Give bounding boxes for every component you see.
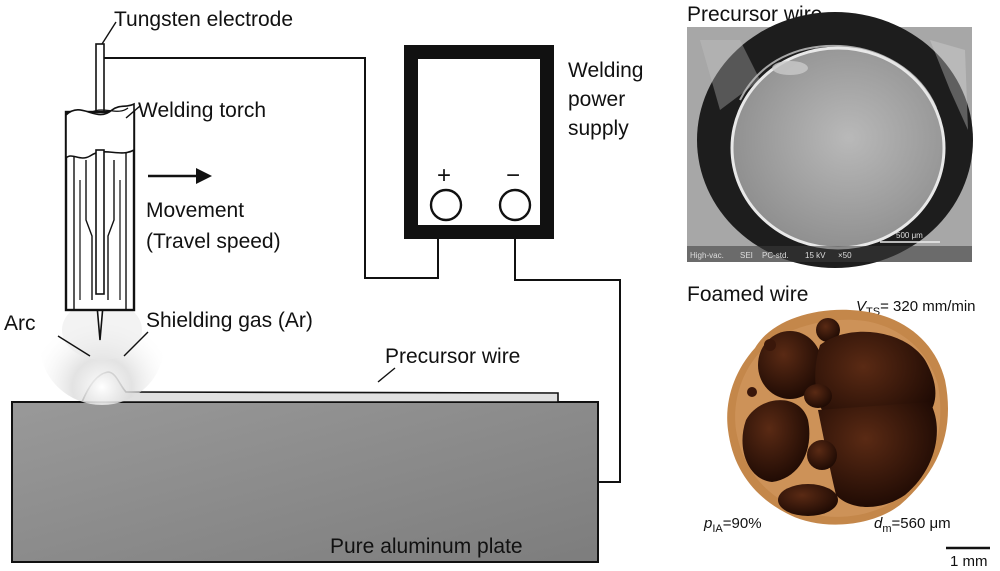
travel-speed-label: (Travel speed) xyxy=(146,230,281,253)
plus-sign: + xyxy=(437,162,451,189)
tungsten-electrode-label: Tungsten electrode xyxy=(114,8,293,31)
shielding-gas-label: Shielding gas (Ar) xyxy=(146,309,313,332)
movement-arrow-icon xyxy=(148,168,212,184)
wire-electrode-to-minus xyxy=(104,57,439,279)
porosity-annotation: pIA=90% xyxy=(703,515,762,535)
mean-diameter-annotation: dm=560 μm xyxy=(874,515,951,535)
foamed-micrograph-title: Foamed wire xyxy=(687,283,808,306)
electrode-leader xyxy=(101,21,117,45)
welding-torch-label: Welding torch xyxy=(138,99,266,122)
power-supply-label-2: power xyxy=(568,88,625,111)
sem-info-scale: 500 μm xyxy=(896,231,923,240)
sem-info-mag: ×50 xyxy=(838,251,852,260)
aluminum-plate xyxy=(11,401,599,563)
precursor-sem-image: High-vac. SEI PC-std. 15 kV ×50 500 μm xyxy=(687,12,973,268)
torch-leader xyxy=(125,105,141,119)
precursor-wire-label: Precursor wire xyxy=(385,345,520,368)
arc-leader xyxy=(57,335,91,357)
wire-minus-to-plate xyxy=(514,214,621,483)
power-supply-label-3: supply xyxy=(568,117,629,140)
arc-label: Arc xyxy=(4,312,36,335)
movement-label: Movement xyxy=(146,199,244,222)
sem-info-kv: 15 kV xyxy=(805,251,826,260)
power-supply-label-1: Welding xyxy=(568,59,644,82)
plus-terminal xyxy=(429,188,463,222)
plate-label: Pure aluminum plate xyxy=(330,535,523,558)
scale-bar-label: 1 mm xyxy=(950,553,988,570)
minus-terminal xyxy=(498,188,532,222)
sem-info-sei: SEI xyxy=(740,251,753,260)
sem-info-left: High-vac. xyxy=(690,251,724,260)
minus-sign: − xyxy=(506,162,520,189)
foamed-wire-cross-section xyxy=(727,309,948,525)
sem-info-pc: PC-std. xyxy=(762,251,789,260)
precursor-wire-leader xyxy=(377,367,396,383)
shielding-gas-leader xyxy=(123,331,149,357)
